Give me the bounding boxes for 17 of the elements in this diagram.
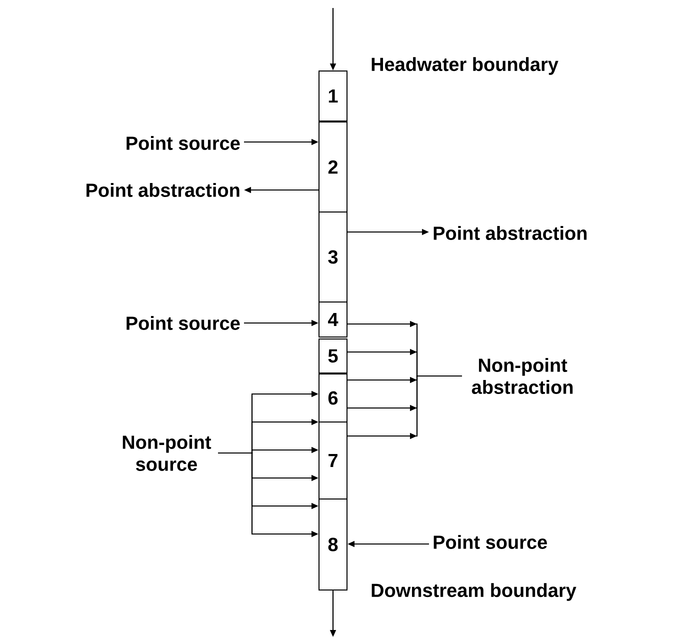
source-label: Point abstraction: [434, 226, 587, 240]
source-label: Point source: [434, 535, 547, 549]
river-segment: 4: [318, 302, 348, 338]
group-label: Non-point abstraction: [472, 358, 573, 394]
source-label: Point abstraction: [86, 183, 240, 197]
source-label: Point source: [126, 136, 240, 150]
river-segment: 3: [318, 212, 348, 302]
group-label: Non-point source: [122, 435, 212, 471]
river-segment: 8: [318, 498, 348, 590]
river-segment: 1: [318, 70, 348, 122]
source-label: Point source: [126, 316, 240, 330]
river-segment: 6: [318, 374, 348, 422]
river-segment: 7: [318, 422, 348, 500]
river-segment: 5: [318, 338, 348, 374]
boundary-label: Downstream boundary: [372, 583, 576, 601]
river-segment: 2: [318, 122, 348, 212]
boundary-label: Headwater boundary: [372, 57, 558, 75]
